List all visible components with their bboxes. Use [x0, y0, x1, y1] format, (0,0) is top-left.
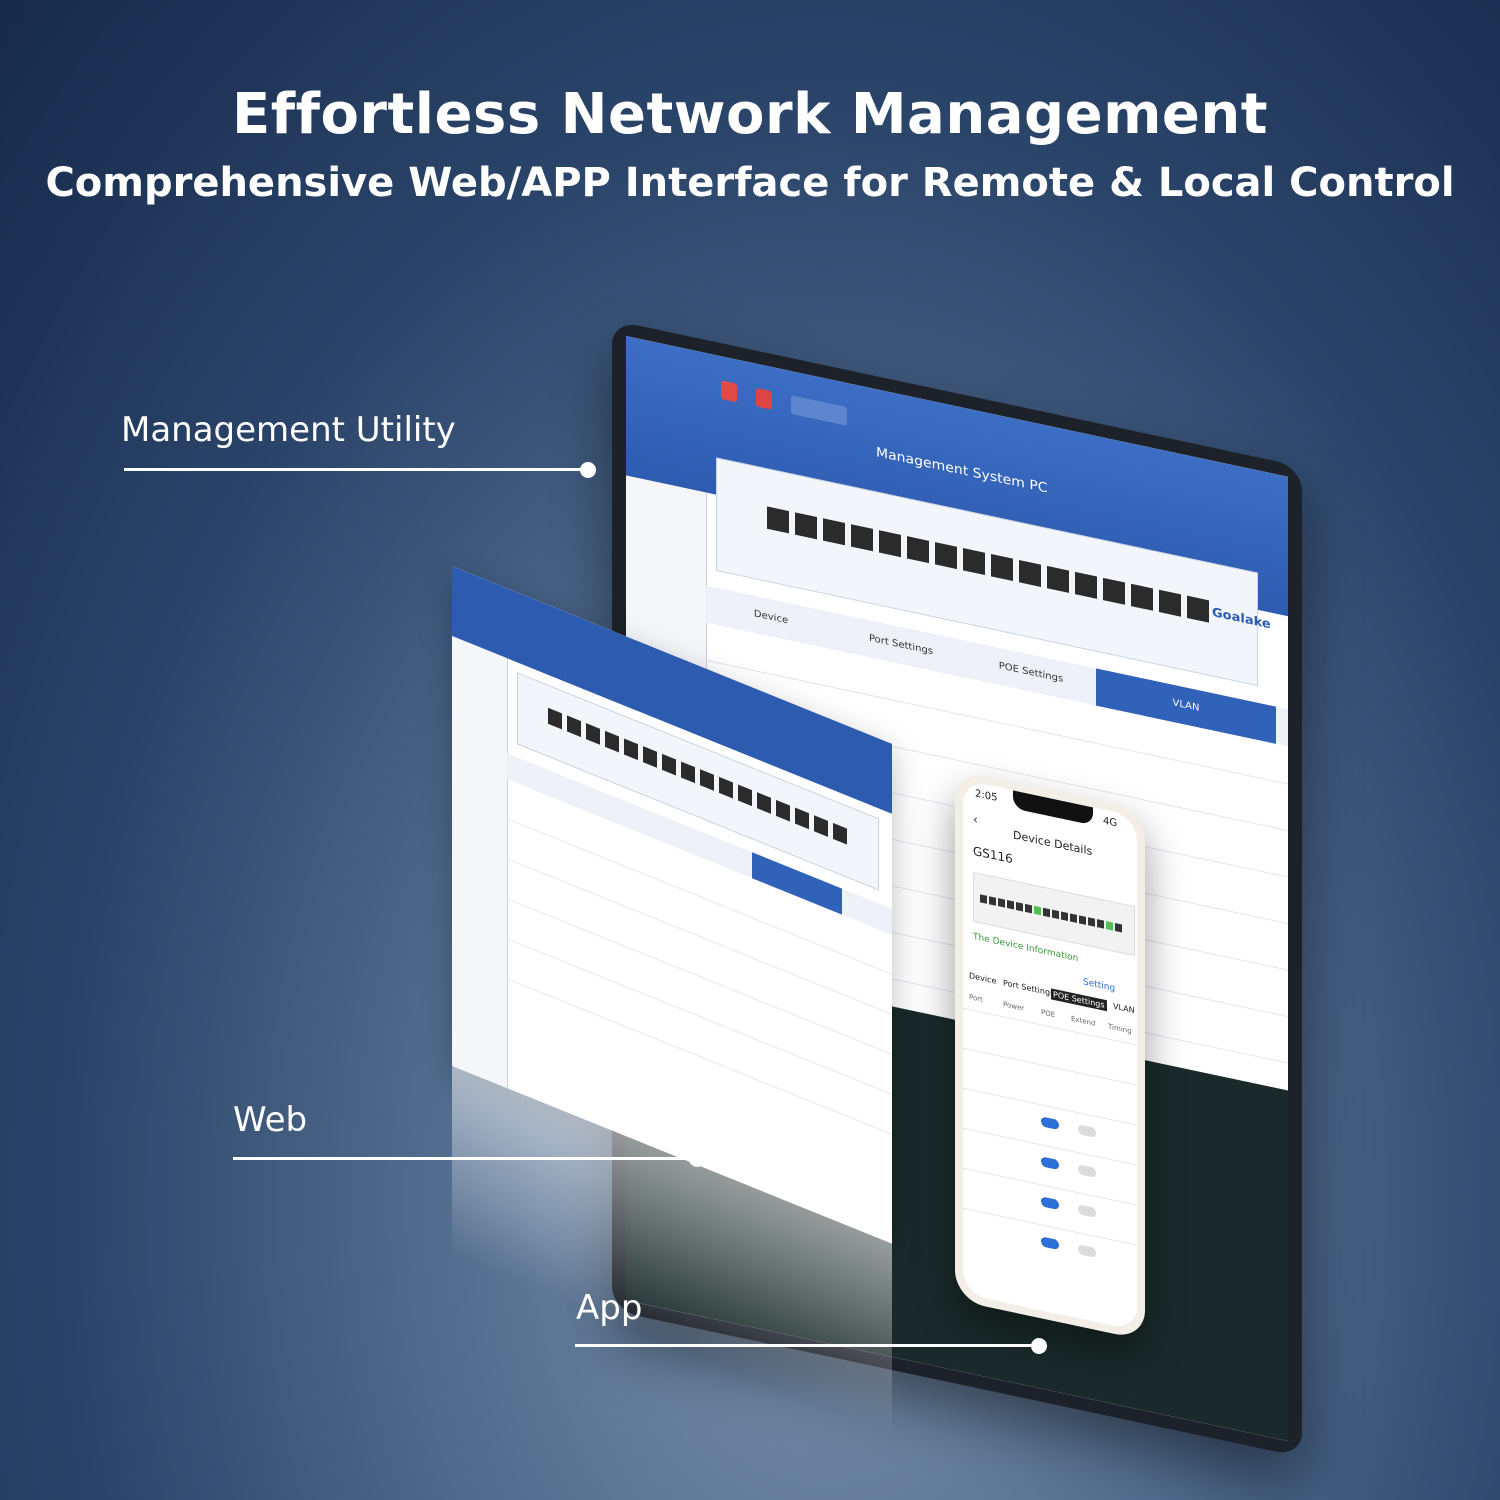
poe-toggle[interactable]: [1041, 1236, 1059, 1251]
toolbar-button[interactable]: [791, 395, 847, 426]
tab-device[interactable]: Device: [969, 970, 997, 986]
row-divider: [963, 1047, 1137, 1086]
col-timing: Timing: [1108, 1022, 1132, 1036]
port-icon: [879, 530, 901, 558]
tab-port-settings[interactable]: Port Settings: [868, 633, 934, 658]
col-power: Power: [1003, 1000, 1025, 1013]
web-sidebar: [452, 636, 508, 1089]
port-icon: [1187, 595, 1209, 623]
poe-toggle[interactable]: [1041, 1156, 1059, 1171]
port-icon: [1070, 913, 1077, 923]
port-icon: [1103, 577, 1125, 605]
callout-dot: [580, 462, 596, 478]
port-icon: [1043, 907, 1050, 918]
status-network: 4G: [1103, 815, 1118, 830]
poe-toggle[interactable]: [1041, 1116, 1059, 1131]
extend-toggle[interactable]: [1078, 1164, 1096, 1178]
port-icon: [991, 554, 1013, 582]
callout-line: [575, 1344, 1037, 1347]
screen-title: Device Details: [1013, 828, 1093, 859]
callout-dot: [689, 1151, 705, 1167]
callout-management-utility: Management Utility: [121, 410, 456, 450]
app-title: Management System PC: [876, 444, 1048, 497]
col-poe: POE: [1041, 1008, 1056, 1020]
port-icon: [998, 898, 1005, 908]
callout-line: [124, 468, 586, 471]
col-port: Port: [969, 992, 983, 1004]
port-icon: [980, 894, 987, 904]
port-icon: [1052, 909, 1059, 920]
port-icon: [823, 518, 845, 546]
tab-device[interactable]: Device: [753, 608, 789, 627]
port-icon: [963, 548, 985, 576]
port-icon: [1019, 559, 1041, 587]
tab-vlan[interactable]: VLAN: [1113, 1001, 1135, 1016]
port-icon: [1115, 923, 1122, 933]
tab-port-settings[interactable]: Port Settings: [1003, 978, 1055, 999]
col-extend: Extend: [1071, 1014, 1096, 1028]
port-icon: [1016, 901, 1023, 912]
row-divider: [507, 898, 892, 1055]
port-icon: [1025, 903, 1032, 914]
port-icon: [1097, 919, 1104, 929]
port-icon: [767, 506, 789, 534]
port-icon: [1131, 583, 1153, 611]
port-icon: [1007, 900, 1014, 910]
tab-poe-settings[interactable]: POE Settings: [998, 660, 1064, 685]
extend-toggle[interactable]: [1078, 1124, 1096, 1138]
tab-poe-settings[interactable]: POE Settings: [1051, 988, 1107, 1012]
device-name: GS116: [973, 843, 1013, 867]
row-divider: [507, 858, 892, 1015]
port-icon: [1061, 911, 1068, 922]
callout-dot: [1031, 1338, 1047, 1354]
port-icon: [935, 542, 957, 570]
status-time: 2:05: [975, 788, 998, 805]
row-divider: [507, 938, 892, 1095]
port-icon: [1075, 571, 1097, 599]
port-icon: [989, 896, 996, 906]
port-icon: [795, 512, 817, 540]
headline: Effortless Network Management: [231, 82, 1269, 147]
callout-line: [233, 1157, 693, 1160]
toolbar-button[interactable]: [721, 380, 737, 403]
back-icon[interactable]: ‹: [973, 811, 978, 827]
port-icon: [1088, 917, 1095, 927]
port-icon: [907, 536, 929, 564]
callout-app: App: [576, 1288, 643, 1328]
setting-link[interactable]: Setting: [1083, 977, 1116, 995]
port-icon: [851, 524, 873, 552]
port-icon: [1034, 905, 1041, 916]
phone-device: 2:05 4G Device Details ‹ GS116 The Devic…: [955, 770, 1145, 1341]
toolbar-button[interactable]: [756, 387, 772, 410]
port-icon: [1079, 915, 1086, 925]
port-icon: [1047, 565, 1069, 593]
extend-toggle[interactable]: [1078, 1204, 1096, 1218]
callout-web: Web: [233, 1100, 308, 1140]
extend-toggle[interactable]: [1078, 1244, 1096, 1258]
port-icon: [1159, 589, 1181, 617]
app-screen: 2:05 4G Device Details ‹ GS116 The Devic…: [963, 779, 1137, 1331]
subheadline: Comprehensive Web/APP Interface for Remo…: [45, 160, 1455, 206]
port-icon: [1106, 921, 1113, 931]
poe-toggle[interactable]: [1041, 1196, 1059, 1211]
